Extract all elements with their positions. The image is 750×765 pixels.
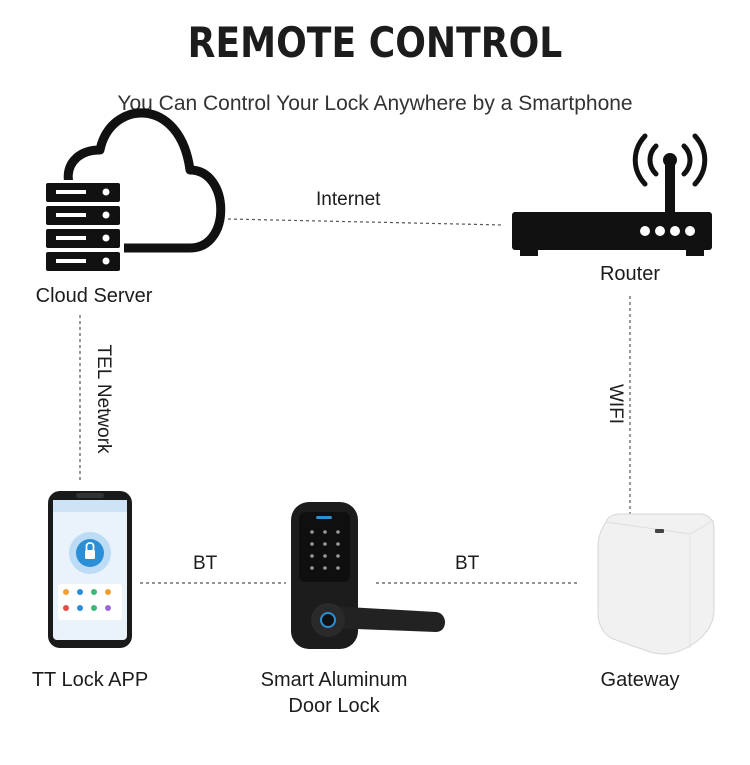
app-label: TT Lock APP bbox=[31, 669, 149, 691]
smart-lock-icon bbox=[291, 502, 445, 649]
page-title: REMOTE CONTROL bbox=[187, 18, 563, 67]
phone-icon bbox=[48, 491, 132, 648]
bt-left-link-label: BT bbox=[193, 553, 218, 574]
tel-network-link-label: TEL Network bbox=[93, 344, 114, 454]
wifi-link-label: WIFI bbox=[605, 383, 626, 425]
gateway-label: Gateway bbox=[600, 669, 680, 691]
internet-link-line bbox=[227, 218, 505, 226]
lock-label-line1: Smart Aluminum bbox=[260, 669, 408, 691]
cloud-server-icon bbox=[44, 108, 226, 278]
gateway-icon bbox=[597, 513, 715, 655]
page-subtitle: You Can Control Your Lock Anywhere by a … bbox=[117, 92, 633, 115]
internet-link-label: Internet bbox=[316, 189, 381, 210]
router-icon bbox=[512, 133, 712, 256]
router-label: Router bbox=[599, 263, 661, 285]
bt-right-link-label: BT bbox=[455, 553, 480, 574]
cloud-server-label: Cloud Server bbox=[35, 285, 153, 307]
lock-label-line2: Door Lock bbox=[288, 695, 380, 717]
